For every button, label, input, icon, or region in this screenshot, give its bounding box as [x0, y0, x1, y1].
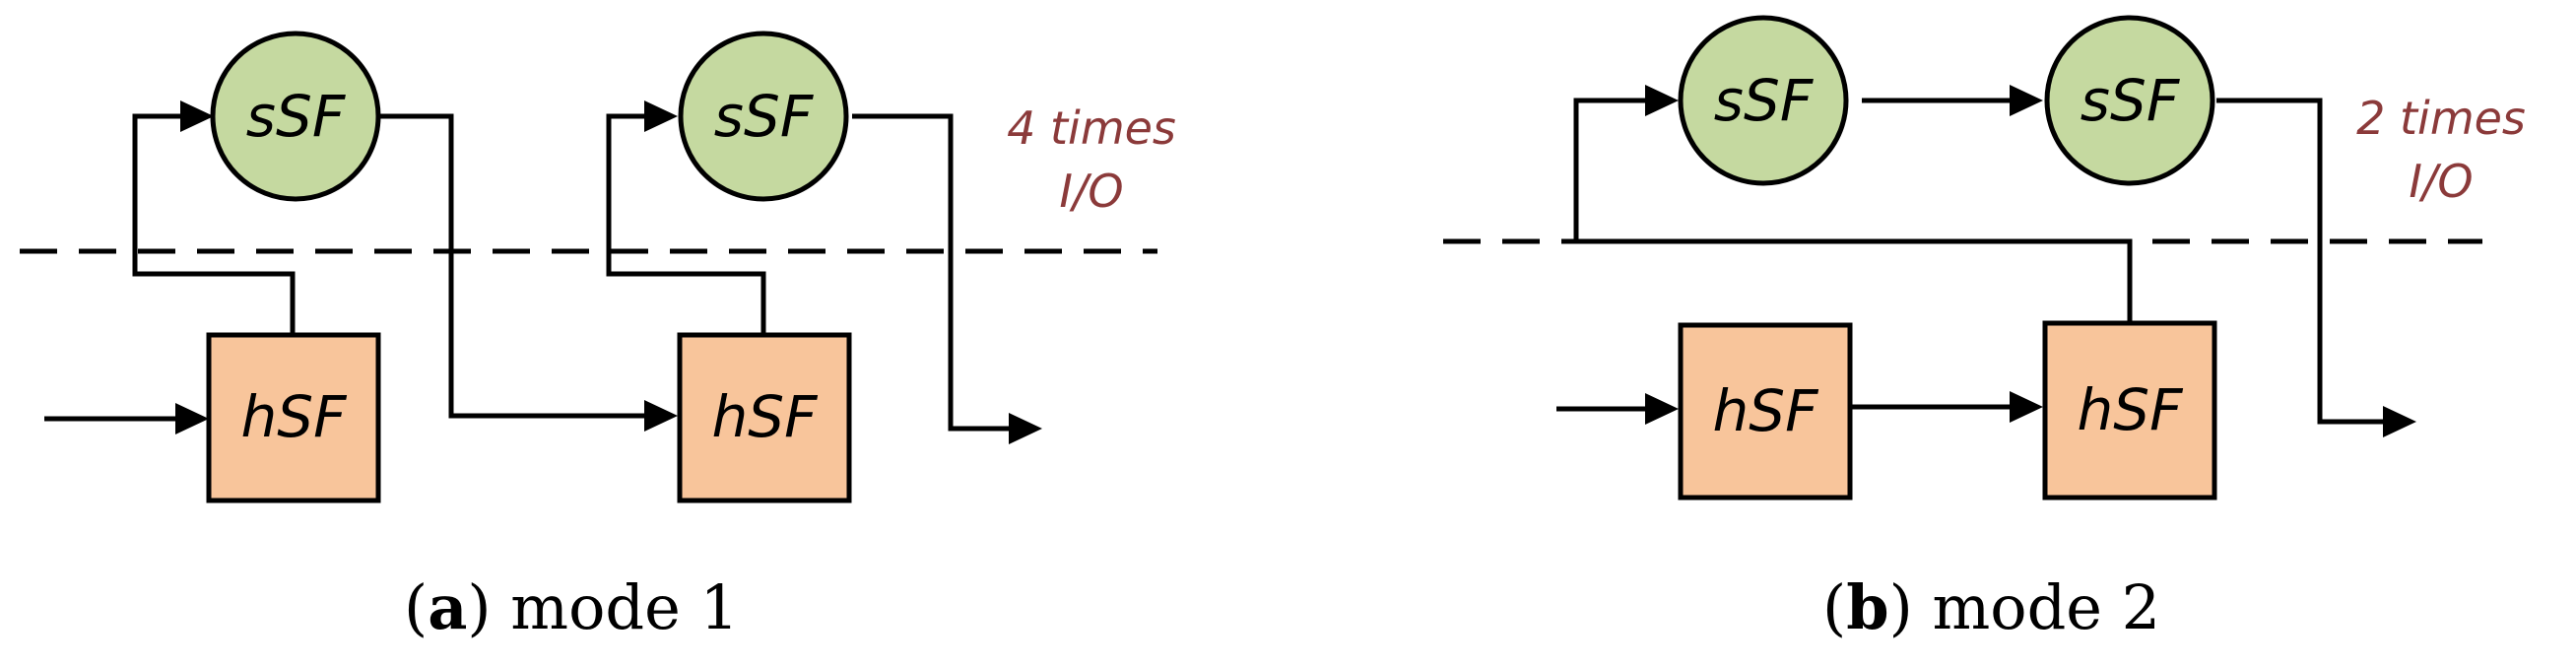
caption-a: (a) mode 1	[404, 571, 739, 643]
ssf1-to-ssf2-arrowhead	[2010, 85, 2043, 116]
ssf2-to-output-connector	[2216, 98, 2384, 425]
hsf-box	[677, 332, 852, 503]
input-arrowhead-b	[1645, 393, 1679, 425]
input-arrowhead-a	[175, 403, 209, 434]
hsf2-to-ssf1-arrowhead	[1645, 85, 1679, 116]
ssf-node-a2: sSF	[678, 31, 849, 202]
hsf1-to-ssf1-arrowhead	[180, 100, 214, 132]
ssf2-to-output-connector	[852, 113, 1010, 432]
ssf-node-a1: sSF	[210, 31, 381, 202]
ssf1-to-hsf2-arrowhead	[644, 400, 678, 432]
hsf-label: hSF	[712, 383, 820, 450]
io-count-annotation-b-line2: I/O	[2409, 155, 2473, 208]
hsf1-to-hsf2-arrowhead	[2010, 391, 2043, 423]
hsf2-to-ssf2-arrowhead	[644, 100, 678, 132]
hsf-label: hSF	[2078, 376, 2185, 443]
hsf-node-a2: hSF	[677, 332, 852, 503]
hsf-box	[206, 332, 381, 503]
caption-text-b: mode 2	[1913, 571, 2160, 643]
hsf1-to-ssf1-connector	[132, 113, 296, 335]
hsf-node-b1: hSF	[1678, 322, 1853, 500]
ssf-circle	[2044, 15, 2215, 186]
hsf2-to-ssf1-connector	[1573, 98, 2133, 323]
ssf-circle	[678, 31, 849, 202]
caption-letter-a: a	[428, 571, 467, 643]
hsf-label: hSF	[241, 383, 349, 450]
ssf-circle	[1678, 15, 1849, 186]
caption-letter-b: b	[1846, 571, 1888, 643]
io-count-annotation-b-line1: 2 times	[2356, 92, 2526, 145]
ssf-label: sSF	[714, 83, 815, 150]
ssf-label: sSF	[2081, 67, 2181, 134]
ssf-label: sSF	[246, 83, 347, 150]
ssf-node-b2: sSF	[2044, 15, 2215, 186]
ssf1-to-hsf2-connector	[376, 113, 645, 419]
output-arrowhead-b	[2383, 406, 2416, 437]
hsf-label: hSF	[1713, 377, 1820, 444]
ssf-node-b1: sSF	[1678, 15, 1849, 186]
ssf-circle	[210, 31, 381, 202]
hsf2-to-ssf2-connector	[606, 113, 766, 335]
ssf-label: sSF	[1714, 67, 1815, 134]
io-count-annotation-a-line2: I/O	[1059, 165, 1123, 218]
caption-text-a: mode 1	[492, 571, 739, 643]
output-arrowhead-a	[1009, 413, 1042, 444]
hsf-box	[1678, 322, 1853, 500]
hsf-node-a1: hSF	[206, 332, 381, 503]
caption-b: (b) mode 2	[1822, 571, 2160, 643]
hsf-box	[2042, 320, 2217, 500]
panel-b: sSF sSF hSF hSF 2 times I/O (b) mode 2	[1443, 15, 2526, 643]
io-count-annotation-a-line1: 4 times	[1007, 101, 1176, 155]
panel-a: sSF sSF hSF hSF 4 times I/O (a) mode 1	[20, 31, 1176, 643]
hsf-node-b2: hSF	[2042, 320, 2217, 500]
